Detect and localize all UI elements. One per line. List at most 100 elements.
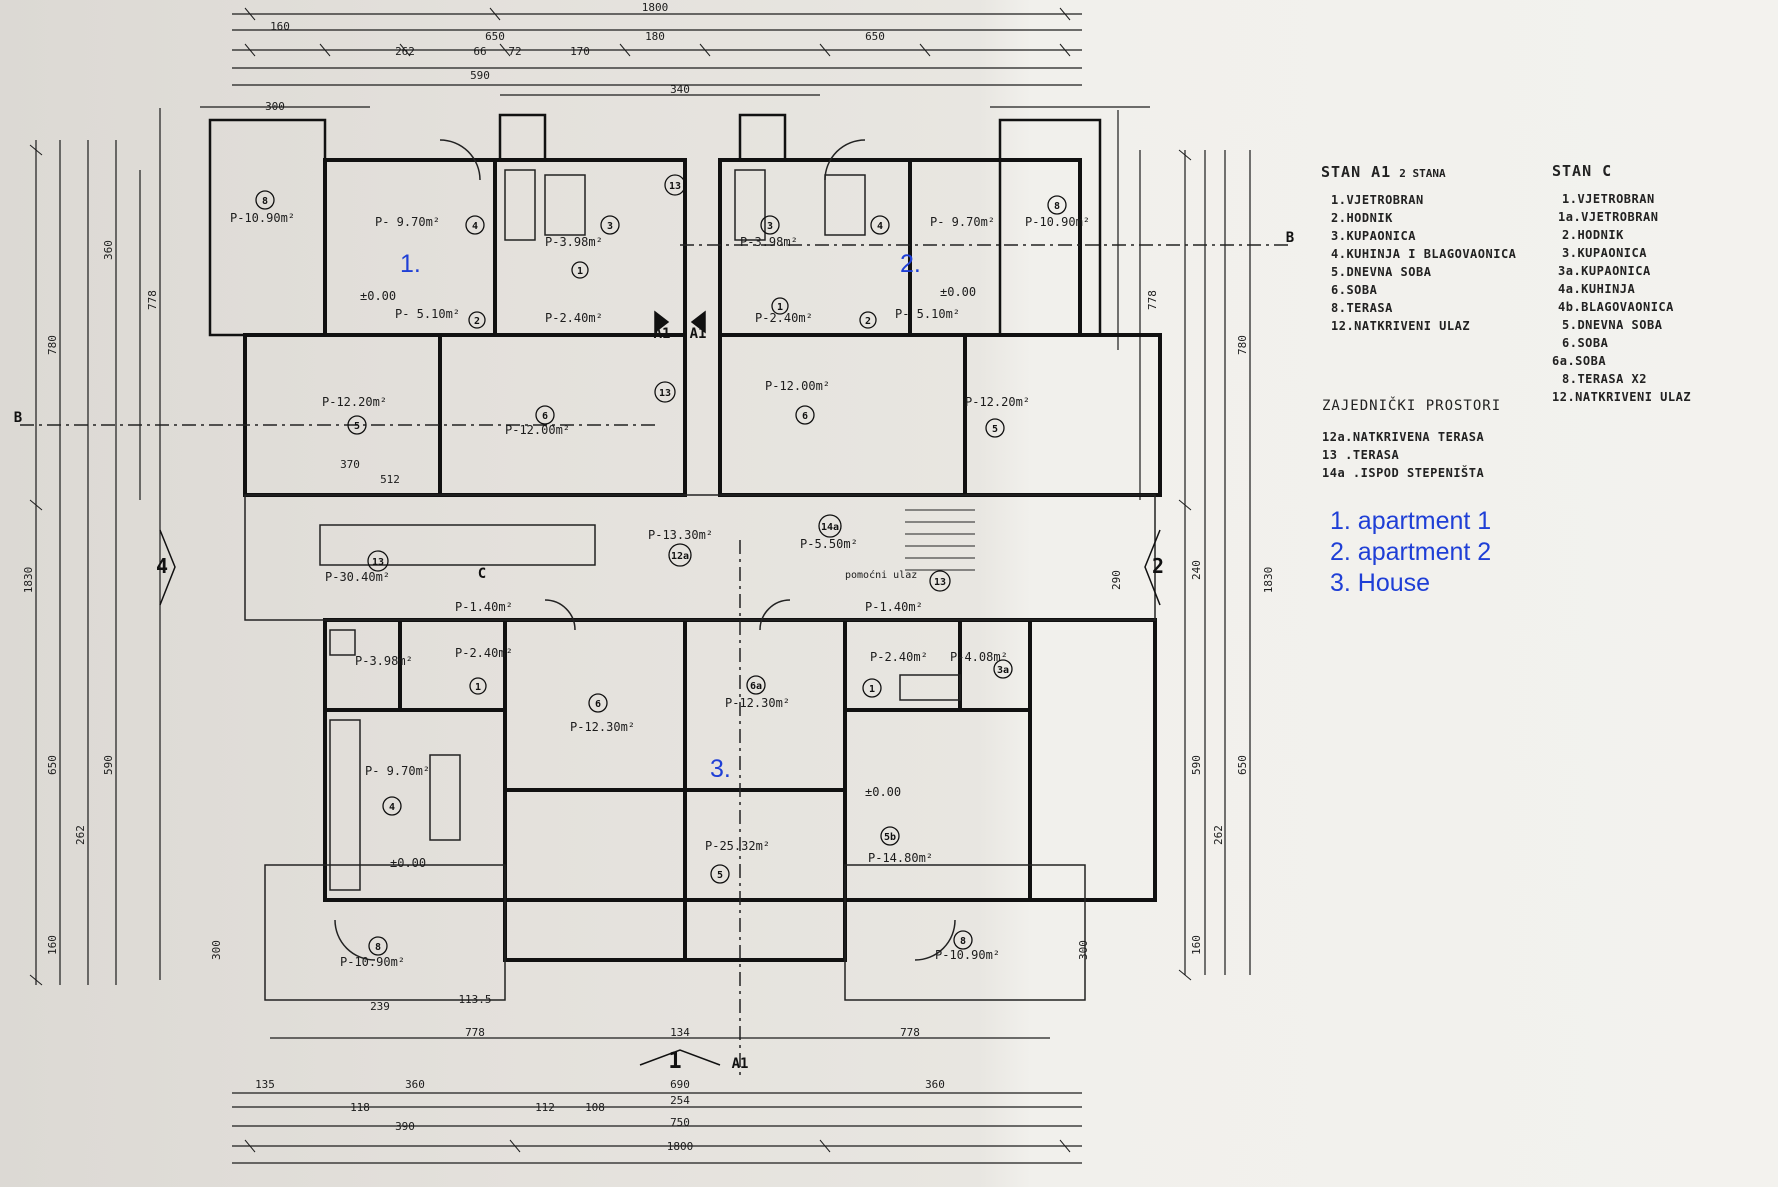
room-number: 13 xyxy=(659,388,671,399)
annotation-key: 1. apartment 1 2. apartment 2 3. House xyxy=(1330,506,1491,599)
dim-bottom-750: 750 xyxy=(670,1116,690,1129)
dim-left-160: 160 xyxy=(46,935,59,955)
dim-370: 370 xyxy=(340,458,360,471)
dim-top-total: 1800 xyxy=(642,1,669,14)
legend-a1-subtitle: 2 STANA xyxy=(1399,167,1446,180)
room-number: 13 xyxy=(934,577,946,588)
level-mark: ±0.00 xyxy=(360,289,396,303)
legend-item: 5.DNEVNA SOBA xyxy=(1331,265,1432,279)
dim-top-650-right: 650 xyxy=(865,30,885,43)
legend-common-areas: ZAJEDNIČKI PROSTORI 12a.NATKRIVENA TERAS… xyxy=(1322,398,1501,482)
dim-113-5: 113.5 xyxy=(458,993,491,1006)
room-area: P-13.30m² xyxy=(648,528,713,542)
room-area: P-25.32m² xyxy=(705,839,770,853)
annotation-marker-apartment-2: 2. xyxy=(900,250,921,278)
dim-bottom-118: 118 xyxy=(350,1101,370,1114)
legend-a1-title: STAN A1 xyxy=(1321,163,1392,181)
legend-stan-c: STAN C 1.VJETROBRAN 1a.VJETROBRAN 2.HODN… xyxy=(1552,162,1691,406)
dim-left-778: 778 xyxy=(146,290,159,310)
legend-item: 8.TERASA xyxy=(1331,301,1393,315)
room-area: P-5.50m² xyxy=(800,537,858,551)
room-number: 3a xyxy=(997,665,1009,676)
room-area: P-12.20m² xyxy=(965,395,1030,409)
dim-top-170: 170 xyxy=(570,45,590,58)
legend-item: 6a.SOBA xyxy=(1552,354,1607,368)
room-area: P-12.00m² xyxy=(505,423,570,437)
room-number: 13 xyxy=(372,557,384,568)
room-area: P-10.90m² xyxy=(230,211,295,225)
room-area: P- 5.10m² xyxy=(395,307,460,321)
room-area: P-2.40m² xyxy=(545,311,603,325)
room-number: 4 xyxy=(389,802,395,813)
dim-left-262: 262 xyxy=(74,825,87,845)
section-mark: C xyxy=(478,566,486,582)
dim-top-180: 180 xyxy=(645,30,665,43)
dim-bottom-690: 690 xyxy=(670,1078,690,1091)
legend-item: 1.VJETROBRAN xyxy=(1562,192,1655,206)
dim-239: 239 xyxy=(370,1000,390,1013)
dim-right-590: 590 xyxy=(1190,755,1203,775)
legend-item: 12.NATKRIVENI ULAZ xyxy=(1331,319,1471,333)
dim-left-650: 650 xyxy=(46,755,59,775)
room-number: 4 xyxy=(877,221,883,232)
legend-item: 5.DNEVNA SOBA xyxy=(1562,318,1663,332)
dim-bottom-390: 390 xyxy=(395,1120,415,1133)
room-area: P-12.20m² xyxy=(322,395,387,409)
dim-512: 512 xyxy=(380,473,400,486)
dim-top-262: 262 xyxy=(395,45,415,58)
legend-c-title: STAN C xyxy=(1552,162,1613,180)
room-number: 5 xyxy=(717,870,723,881)
legend-item: 8.TERASA X2 xyxy=(1562,372,1647,386)
section-mark: 1 xyxy=(668,1049,681,1074)
room-area: P-2.40m² xyxy=(455,646,513,660)
legend-item: 4a.KUHINJA xyxy=(1558,282,1636,296)
legend-item: 12a.NATKRIVENA TERASA xyxy=(1322,430,1485,444)
dim-right-262: 262 xyxy=(1212,825,1225,845)
dim-left-300: 300 xyxy=(210,940,223,960)
dim-right-778: 778 xyxy=(1146,290,1159,310)
legend-item: 2.HODNIK xyxy=(1562,228,1624,242)
room-area: P-14.80m² xyxy=(868,851,933,865)
room-area: P-10.90m² xyxy=(340,955,405,969)
legend-common-title: ZAJEDNIČKI PROSTORI xyxy=(1322,398,1502,414)
dim-bottom-360-right: 360 xyxy=(925,1078,945,1091)
room-area: P-1.40m² xyxy=(455,600,513,614)
dim-right-1830: 1830 xyxy=(1262,567,1275,594)
dim-bottom-total: 1800 xyxy=(667,1140,694,1153)
legend-item: 12.NATKRIVENI ULAZ xyxy=(1552,390,1692,404)
room-number: 8 xyxy=(1054,201,1060,212)
legend-item: 1a.VJETROBRAN xyxy=(1558,210,1659,224)
dim-left-590: 590 xyxy=(102,755,115,775)
dim-right-160: 160 xyxy=(1190,935,1203,955)
dim-top-590: 590 xyxy=(470,69,490,82)
room-area: P-4.08m² xyxy=(950,650,1008,664)
room-number: 3 xyxy=(767,221,773,232)
section-mark: 2 xyxy=(1152,554,1164,578)
legend-item: 3.KUPAONICA xyxy=(1562,246,1647,260)
dim-right-290: 290 xyxy=(1110,570,1123,590)
dim-top-72: 72 xyxy=(508,45,521,58)
room-number: 12a xyxy=(671,551,689,562)
level-mark: ±0.00 xyxy=(940,285,976,299)
dim-778-right: 778 xyxy=(900,1026,920,1039)
annotation-key-item: 2. apartment 2 xyxy=(1330,538,1492,566)
room-area: P-10.90m² xyxy=(935,948,1000,962)
room-number: 1 xyxy=(577,266,583,277)
room-number: 8 xyxy=(262,196,268,207)
dim-left-780: 780 xyxy=(46,335,59,355)
room-number: 5 xyxy=(992,424,998,435)
room-number: 2 xyxy=(474,316,480,327)
annotation-key-item: 3. House xyxy=(1330,569,1431,597)
dim-right-240: 240 xyxy=(1190,560,1203,580)
room-area: P-12.30m² xyxy=(725,696,790,710)
room-area: P-12.00m² xyxy=(765,379,830,393)
section-mark: B xyxy=(14,410,22,426)
dim-bottom-360: 360 xyxy=(405,1078,425,1091)
annotation-marker-apartment-1: 1. xyxy=(400,250,421,278)
dim-right-780: 780 xyxy=(1236,335,1249,355)
section-mark: B xyxy=(1286,230,1294,246)
section-mark: A1 xyxy=(732,1056,749,1072)
legend-item: 4.KUHINJA I BLAGOVAONICA xyxy=(1331,247,1517,261)
room-area: P- 9.70m² xyxy=(930,215,995,229)
